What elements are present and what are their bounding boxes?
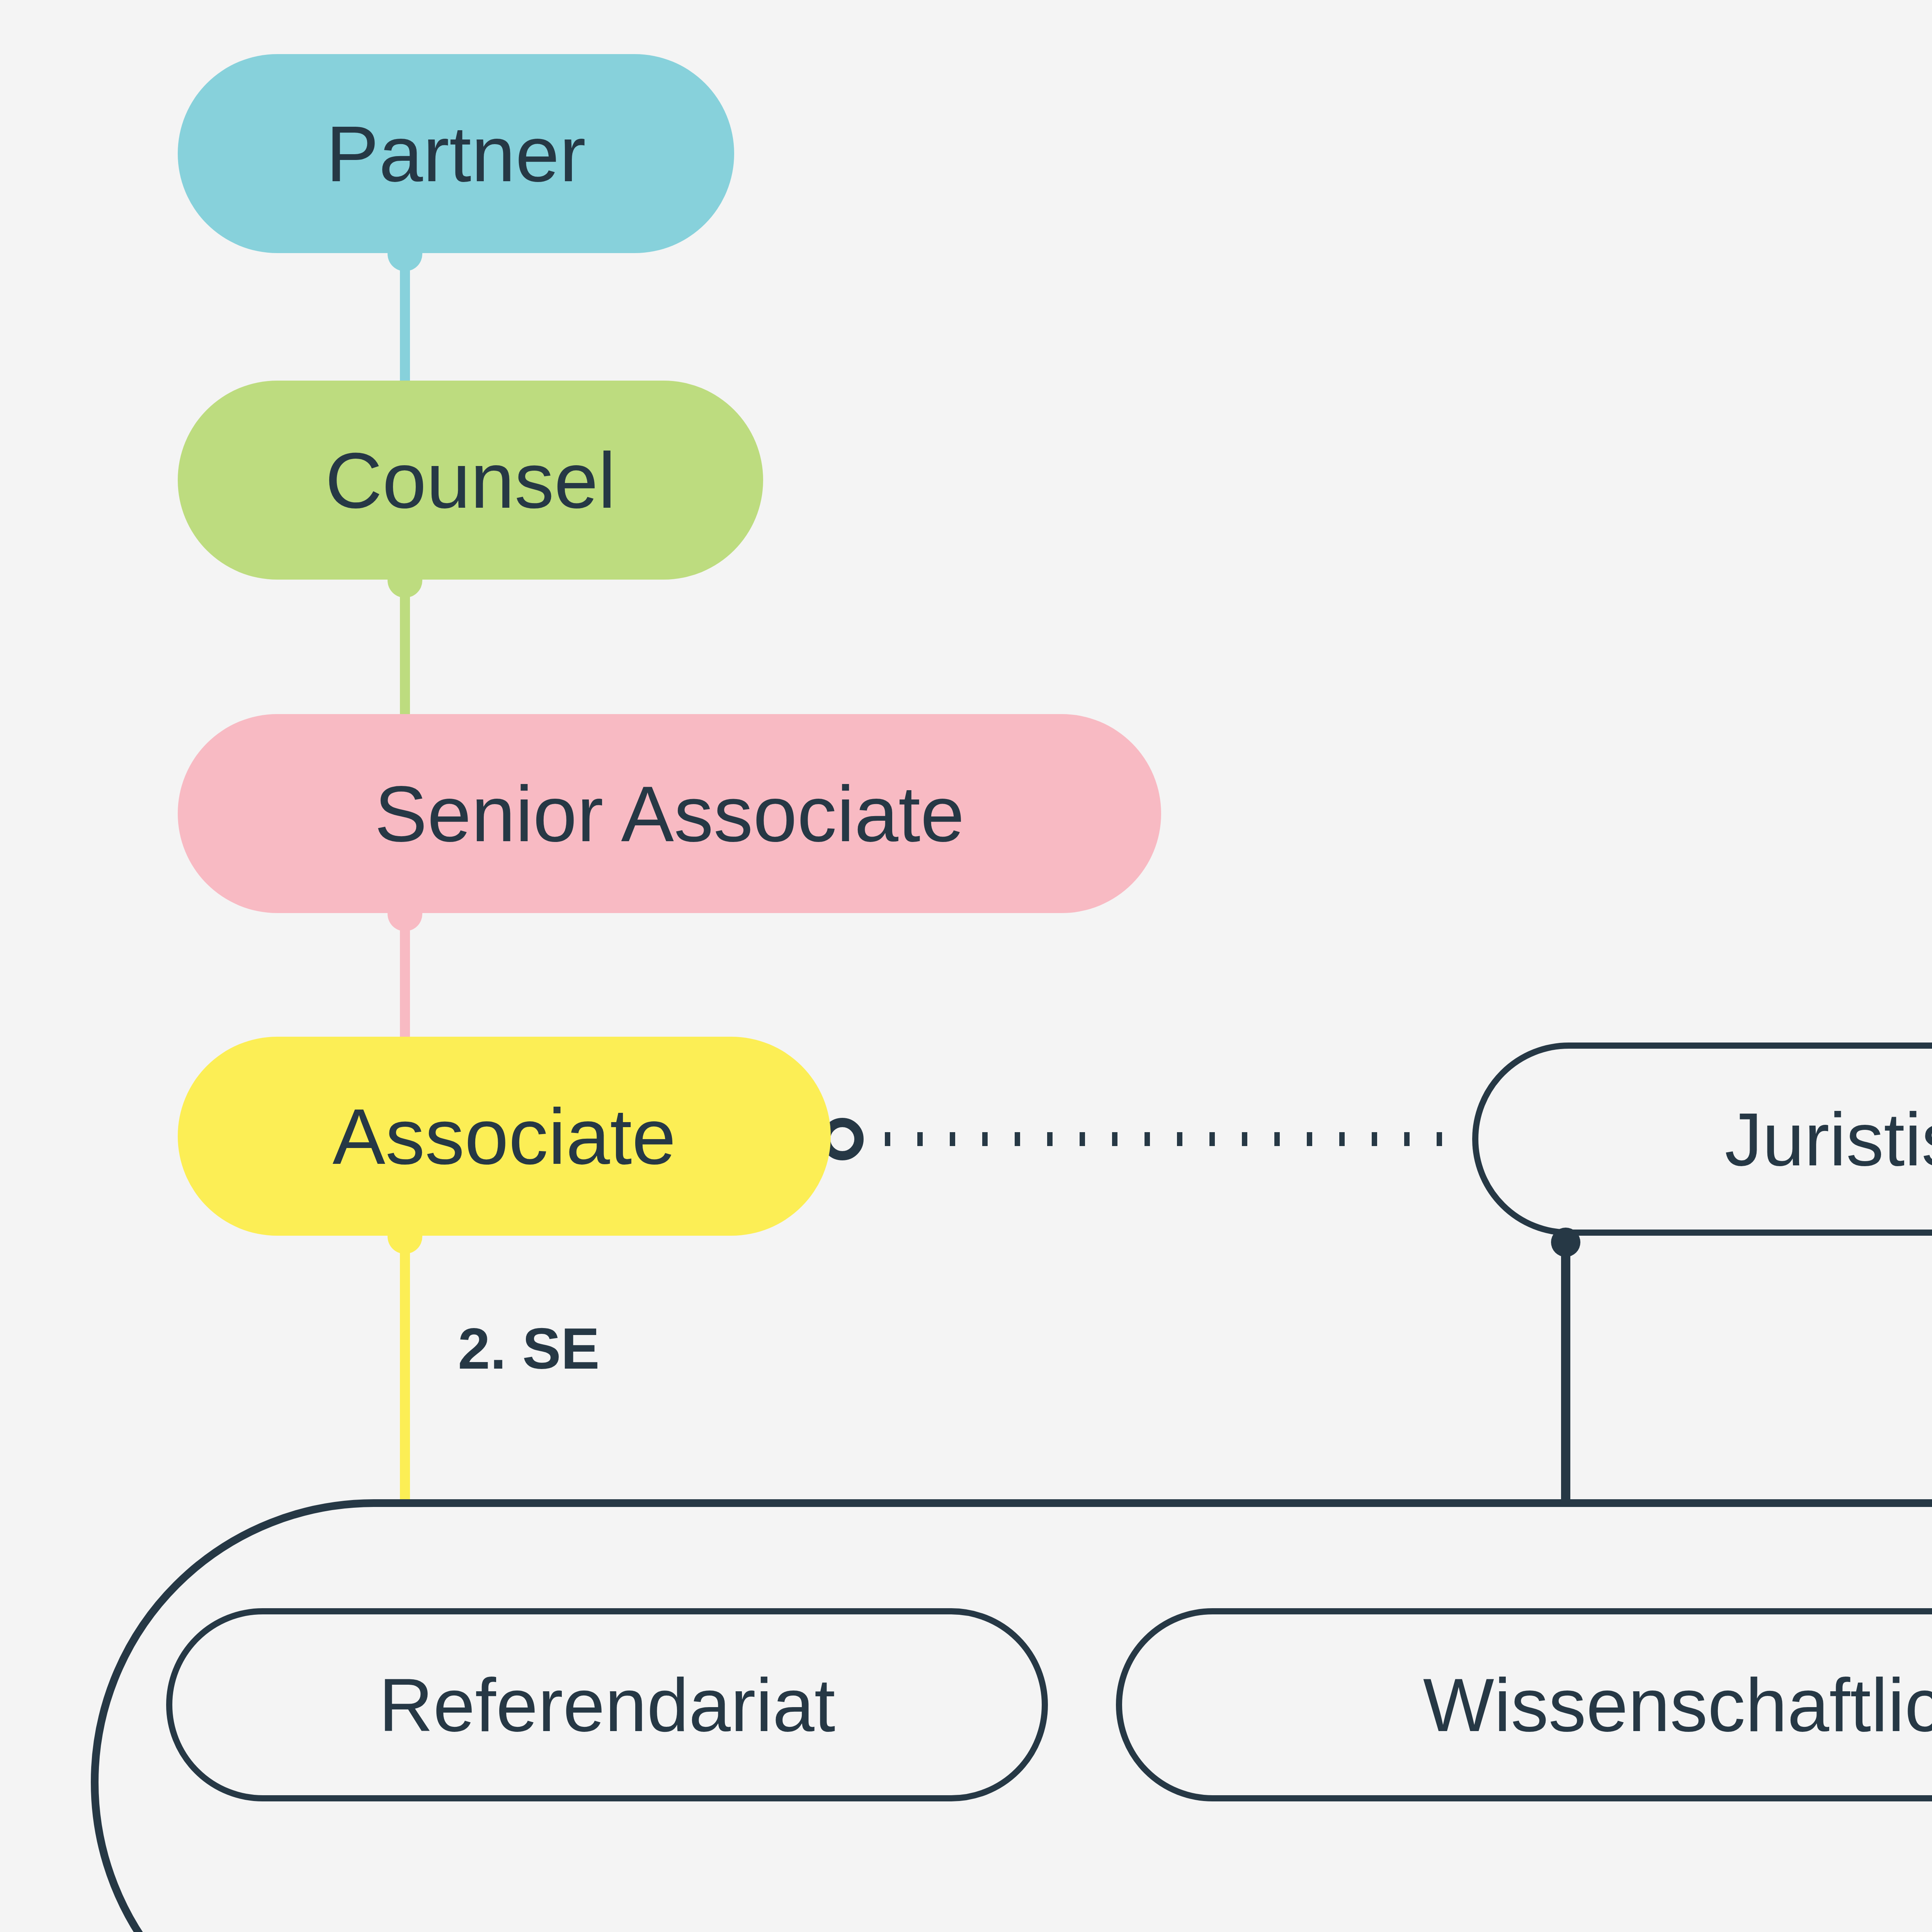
node-counsel: Counsel: [178, 381, 763, 580]
node-juristische-mitarbeit: Juristische Mitarbeit: [1472, 1043, 1932, 1236]
node-juristische-mitarbeit-label: Juristische Mitarbeit: [1725, 1096, 1932, 1182]
connector-partner-counsel: [400, 252, 410, 383]
node-senior-associate-label: Senior Associate: [374, 768, 964, 859]
node-wissenschaftliche-mitarbeit: Wissenschaftliche Mitarbeit: [1116, 1608, 1932, 1801]
node-associate: Associate: [178, 1037, 831, 1236]
node-referendariat: Referendariat: [166, 1608, 1048, 1801]
node-senior-associate: Senior Associate: [178, 714, 1161, 913]
node-partner-label: Partner: [326, 108, 586, 199]
node-referendariat-label: Referendariat: [379, 1662, 835, 1748]
connector-counsel-senior-associate: [400, 578, 410, 717]
connector-juristische-mitarbeit-group1: [1561, 1235, 1570, 1501]
dotted-connector-associate-juristische-mitarbeit: [885, 1131, 1468, 1147]
node-wissenschaftliche-mitarbeit-label: Wissenschaftliche Mitarbeit: [1423, 1662, 1932, 1748]
connector-associate-group1: [400, 1235, 410, 1499]
edge-label-2-se: 2. SE: [458, 1314, 600, 1383]
node-partner: Partner: [178, 54, 734, 253]
connector-senior-associate-associate: [400, 912, 410, 1039]
node-counsel-label: Counsel: [325, 435, 616, 526]
node-associate-label: Associate: [333, 1091, 676, 1182]
